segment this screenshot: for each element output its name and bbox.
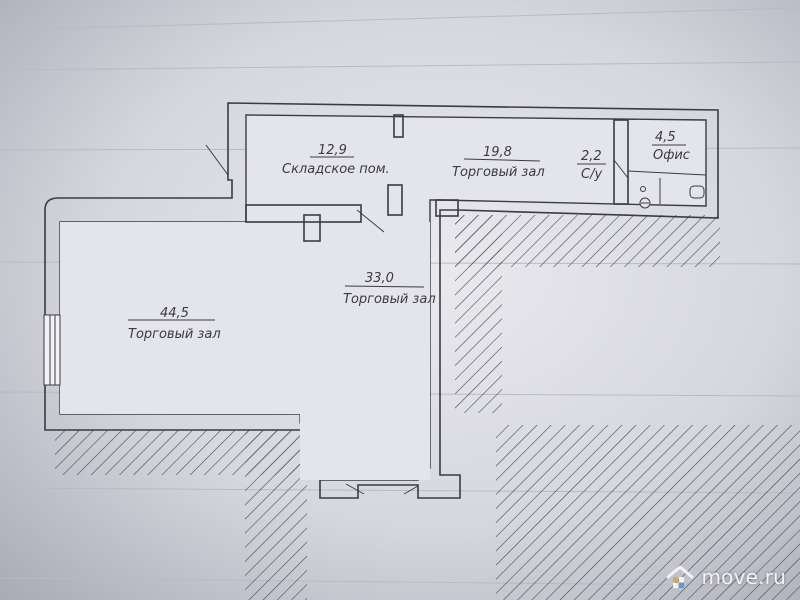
hatched-areas — [55, 215, 800, 600]
room-sales-center-area: 33,0 — [365, 271, 394, 286]
room-wc-name: С/у — [581, 167, 602, 182]
room-sales-left-area: 44,5 — [160, 306, 189, 321]
left-room-floor — [60, 222, 300, 414]
door-entrance-swing — [205, 144, 229, 176]
partition-office — [613, 119, 629, 205]
toilet-fixture — [689, 185, 705, 199]
room-storage-name: Складское пом. — [282, 162, 390, 177]
partition-top-right — [435, 199, 459, 217]
center-room-floor — [300, 222, 430, 480]
partition-storage-right — [393, 114, 404, 138]
fixtures — [639, 185, 705, 209]
room-sales-left-name: Торговый зал — [128, 327, 221, 342]
room-sales-top-area: 19,8 — [483, 145, 512, 160]
room-office-name: Офис — [653, 148, 690, 163]
office-divider — [627, 170, 707, 176]
hatch-bottom-left-column — [245, 430, 307, 600]
room-sales-center-name: Торговый зал — [343, 292, 436, 307]
door-bottom-swing-l — [345, 483, 365, 495]
room-office-area: 4,5 — [655, 130, 676, 145]
room-sales-top-name: Торговый зал — [452, 165, 545, 180]
partition-center-pier — [387, 184, 403, 216]
watermark-text: move.ru — [701, 565, 786, 589]
door-bottom-swing-r — [403, 485, 419, 495]
window-left — [43, 314, 61, 386]
partition-pier-left — [303, 214, 321, 242]
room-wc-area: 2,2 — [581, 149, 602, 164]
room-labels: 12,9 Складское пом. 19,8 Торговый зал 2,… — [128, 130, 690, 342]
room-storage-area: 12,9 — [318, 143, 347, 158]
floor-drain-fixture — [640, 186, 646, 192]
watermark: move.ru — [665, 564, 786, 590]
door-storage-swing — [356, 209, 385, 233]
hatch-bottom-right — [496, 425, 800, 600]
door-wc-swing — [613, 159, 629, 179]
doors — [205, 144, 629, 495]
hatch-right-column — [455, 215, 502, 413]
house-logo-icon — [666, 565, 694, 588]
